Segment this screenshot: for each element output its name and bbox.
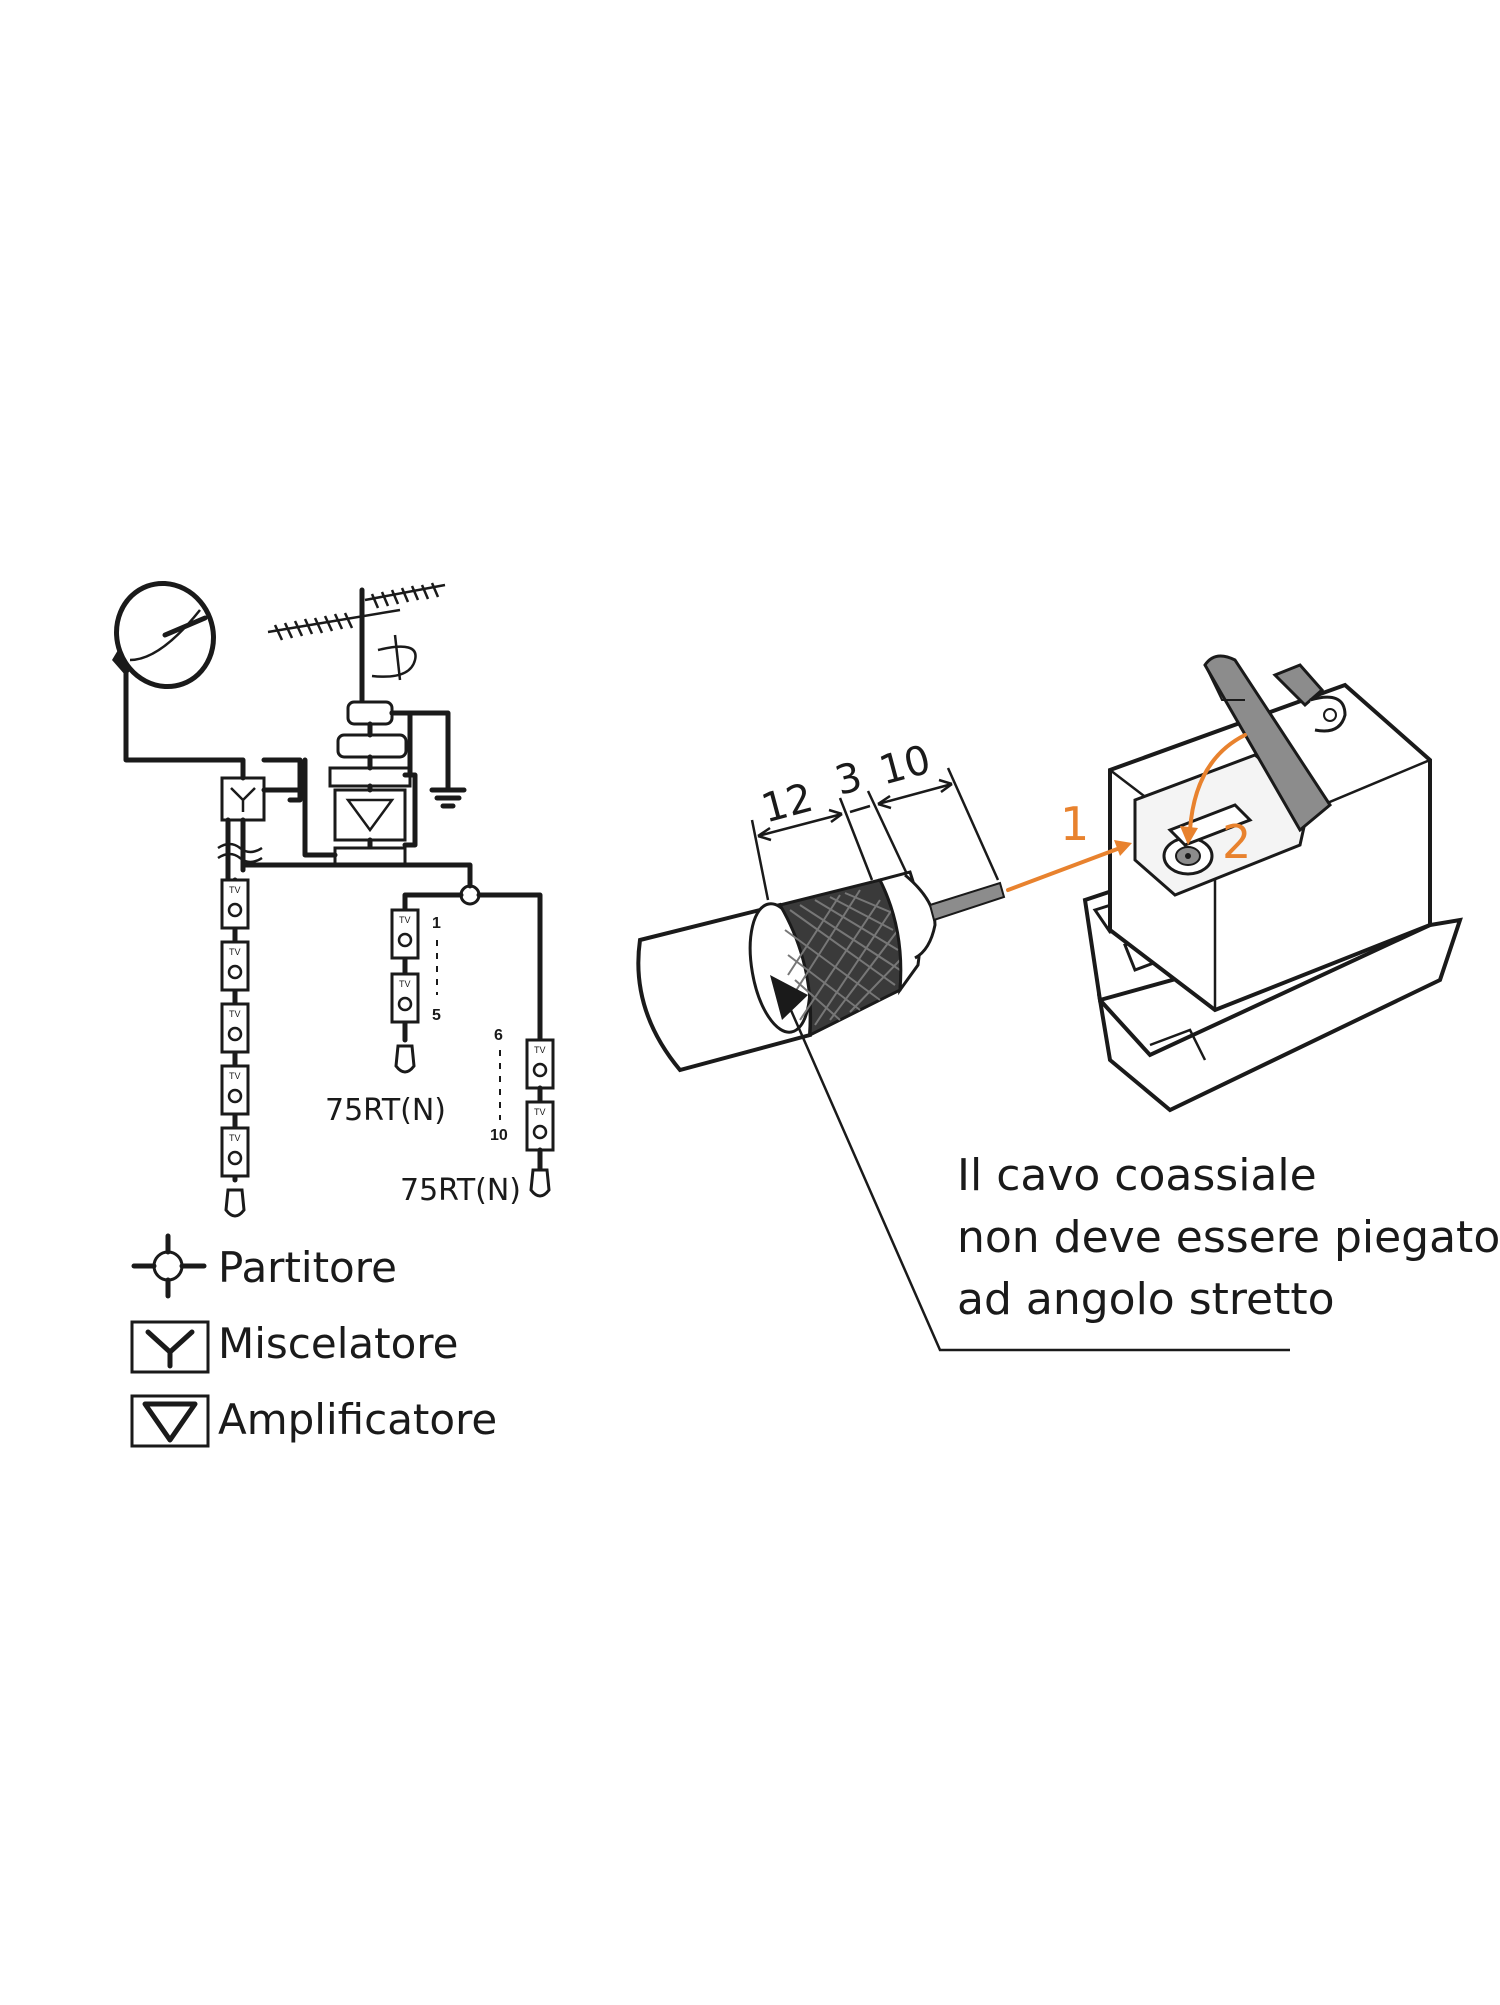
step-annotations: 1 2 (1006, 733, 1251, 892)
step-1-label: 1 (1060, 797, 1089, 851)
tv-outlet: TV (220, 1064, 250, 1116)
step-2-label: 2 (1222, 815, 1251, 869)
tv-outlet: TV (220, 1002, 250, 1054)
outlet-riser-main: TV TV TV TV TV (220, 877, 250, 1218)
tv-outlet: TV (390, 972, 420, 1024)
miscelatore-symbol (220, 776, 266, 822)
tv-outlet: TV (220, 878, 250, 930)
terminator-icon (224, 1188, 246, 1218)
branch-a-first-number: 1 (432, 915, 441, 932)
terrestrial-antenna-icon (267, 582, 446, 703)
note-leader-line (788, 1007, 1290, 1352)
legend-miscelatore: Miscelatore (130, 1319, 458, 1374)
svg-text:TV: TV (534, 1107, 546, 1117)
note-line-2: non deve essere piegato (957, 1212, 1500, 1263)
note-line-3: ad angolo stretto (957, 1274, 1335, 1325)
svg-text:TV: TV (399, 915, 411, 925)
tv-outlet: TV (220, 940, 250, 992)
outlet-branch-b: TV TV 6 10 75RT(N) (400, 1027, 555, 1208)
strip-dimensions: 12 3 10 (750, 737, 1000, 901)
step-2-arrow: 2 (1180, 733, 1251, 869)
svg-text:TV: TV (229, 947, 241, 957)
tv-outlet: TV (525, 1038, 555, 1090)
partitore-symbol (402, 882, 543, 1043)
svg-text:TV: TV (229, 885, 241, 895)
satellite-dish-icon (112, 580, 216, 690)
svg-text:TV: TV (229, 1009, 241, 1019)
head-end-amplifier (328, 700, 467, 866)
dimension-10: 10 (874, 737, 935, 795)
legend-amplificatore-label: Amplificatore (218, 1395, 497, 1444)
legend-partitore: Partitore (131, 1233, 397, 1299)
svg-text:TV: TV (229, 1133, 241, 1143)
terminator-label-right: 75RT(N) (400, 1173, 521, 1208)
terminator-icon (394, 1044, 416, 1074)
svg-text:TV: TV (229, 1071, 241, 1081)
cable-braid (777, 878, 903, 1038)
cable-conductor (928, 881, 1006, 922)
amplificatore-symbol (333, 788, 407, 842)
branch-b-first-number: 6 (494, 1027, 503, 1044)
tv-socket-device (1082, 654, 1463, 1113)
legend-miscelatore-label: Miscelatore (218, 1319, 458, 1368)
dimension-3: 3 (830, 754, 866, 805)
step-1-arrow: 1 (1006, 797, 1132, 892)
tv-outlet: TV (220, 1126, 250, 1178)
terminator-label-left: 75RT(N) (325, 1093, 446, 1128)
antenna-system-schematic: TV TV TV TV TV (112, 580, 555, 1218)
svg-text:TV: TV (399, 979, 411, 989)
partitore-icon (152, 1250, 184, 1282)
tv-outlet: TV (525, 1100, 555, 1152)
branch-a-last-number: 5 (432, 1007, 441, 1024)
tv-outlet: TV (390, 908, 420, 960)
legend-amplificatore: Amplificatore (130, 1394, 497, 1448)
svg-text:TV: TV (534, 1045, 546, 1055)
branch-b-last-number: 10 (490, 1127, 508, 1144)
outlet-branch-a: TV TV 1 5 75RT(N) (325, 902, 446, 1128)
cable-bending-note: Il cavo coassiale non deve essere piegat… (957, 1150, 1500, 1325)
terminator-icon (529, 1168, 551, 1198)
legend: Partitore Miscelatore Amplificatore (130, 1233, 497, 1448)
legend-partitore-label: Partitore (218, 1243, 397, 1292)
note-line-1: Il cavo coassiale (957, 1150, 1317, 1201)
